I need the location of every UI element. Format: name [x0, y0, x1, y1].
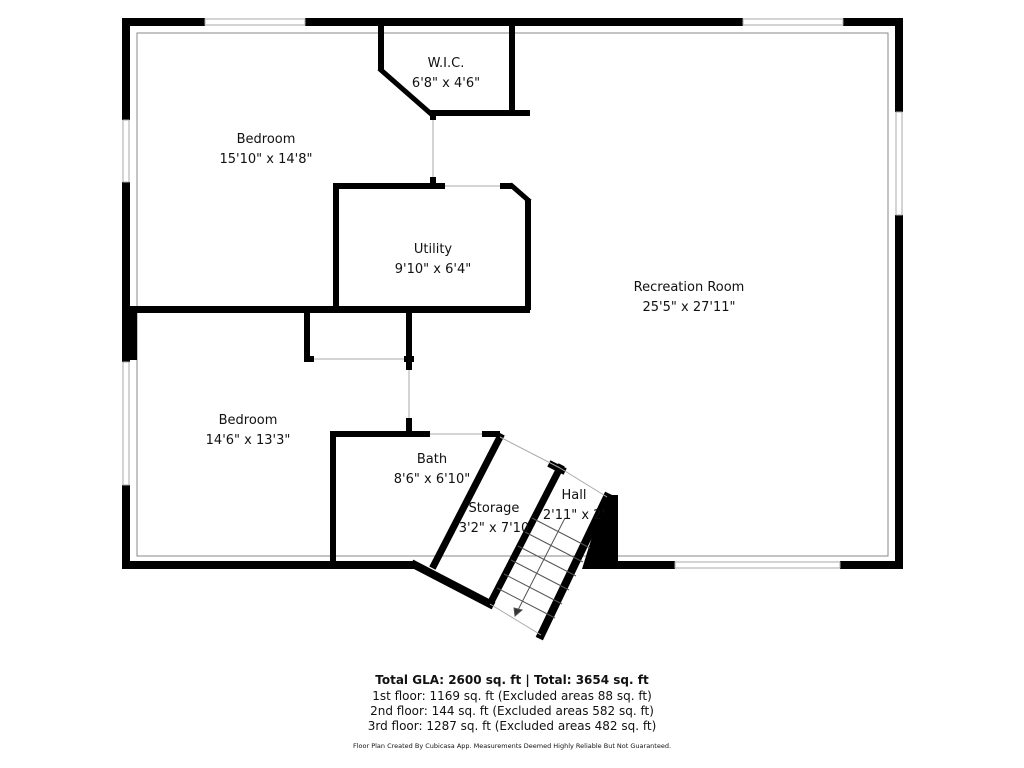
room-name: Bedroom — [218, 413, 278, 428]
room-name: W.I.C. — [427, 56, 465, 71]
room-label: Bath 8'6" x 6'10" — [394, 450, 470, 490]
windows-doors — [122, 18, 903, 636]
room-label: Bedroom 15'10" x 14'8" — [220, 130, 313, 170]
room-name: Bedroom — [236, 132, 296, 147]
floor-area: 3rd floor: 1287 sq. ft (Excluded areas 4… — [367, 719, 657, 733]
room-label: Recreation Room 25'5" x 27'11" — [634, 278, 745, 318]
total-area: Total GLA: 2600 sq. ft | Total: 3654 sq.… — [375, 673, 649, 687]
stairs — [496, 517, 591, 619]
room-label: Hall 2'11" x 2' — [543, 486, 605, 526]
room-label: Storage 3'2" x 7'10 — [459, 499, 529, 539]
room-label: W.I.C. 6'8" x 4'6" — [412, 54, 480, 94]
room-name: Recreation Room — [633, 280, 745, 295]
room-size: 25'5" x 27'11" — [642, 300, 736, 315]
room-size: 3'2" x 7'10 — [458, 521, 530, 536]
disclaimer: Floor Plan Created By Cubicasa App. Meas… — [352, 742, 672, 750]
room-label: Bedroom 14'6" x 13'3" — [206, 411, 291, 451]
room-name: Bath — [416, 452, 448, 467]
stair-arrow-icon — [513, 607, 524, 617]
room-size: 2'11" x 2' — [542, 508, 606, 523]
room-label: Utility 9'10" x 6'4" — [395, 240, 471, 280]
floor-area: 1st floor: 1169 sq. ft (Excluded areas 8… — [372, 689, 652, 703]
room-size: 15'10" x 14'8" — [219, 152, 313, 167]
room-size: 6'8" x 4'6" — [411, 76, 481, 91]
room-size: 9'10" x 6'4" — [394, 262, 472, 277]
room-name: Hall — [561, 488, 587, 503]
walls — [122, 18, 903, 569]
room-name: Storage — [468, 501, 520, 516]
room-size: 8'6" x 6'10" — [393, 472, 471, 487]
diagonal-walls — [377, 66, 613, 641]
room-size: 14'6" x 13'3" — [205, 433, 291, 448]
floor-area: 2nd floor: 144 sq. ft (Excluded areas 58… — [370, 704, 654, 718]
room-name: Utility — [413, 242, 453, 257]
